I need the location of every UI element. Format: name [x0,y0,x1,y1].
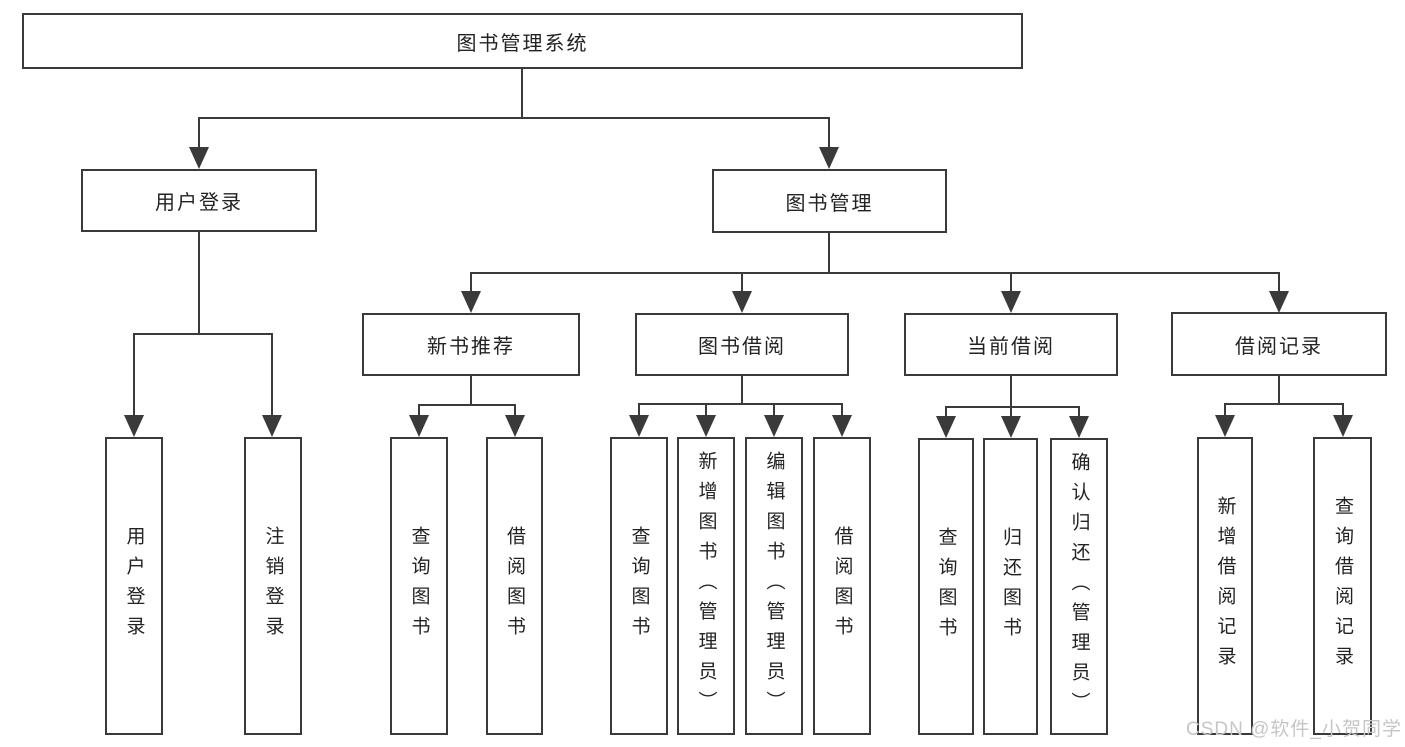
leaf-cb-confirm-return-admin: 确认归还（管理员） [1050,438,1108,735]
leaf-br-add-record: 新增借阅记录 [1197,437,1253,735]
connector-user-login-bar [133,333,273,335]
connector-drop-book-management [828,117,830,150]
node-new-book-recommend: 新书推荐 [362,313,580,376]
arrow-bb-edit [764,415,784,437]
leaf-cb-query-books: 查询图书 [918,438,974,735]
leaf-label: 借阅图书 [831,526,853,646]
connector-level3-bar [470,272,1280,274]
connector-drop-leaf-user-login [133,333,135,417]
connector-bb-stem [741,376,743,405]
arrow-bb-query [629,415,649,437]
arrow-bb-borrow [832,415,852,437]
node-borrow-records: 借阅记录 [1171,312,1387,376]
leaf-label: 归还图书 [1000,526,1021,647]
watermark-text: CSDN @软件_小贺同学 [1186,719,1402,740]
arrow-user-login [189,147,209,169]
connector-cb-bar [945,406,1080,408]
connector-nbr-bar [418,404,516,406]
leaf-user-login: 用户登录 [105,437,163,735]
leaf-label: 查询图书 [408,526,430,646]
connector-br-bar [1224,403,1344,405]
leaf-bb-add-books-admin: 新增图书（管理员） [677,437,735,735]
connector-drop-new-book [470,272,472,293]
arrow-new-book [461,291,481,313]
arrow-nbr-borrow [505,415,525,437]
connector-user-login-stem [198,232,200,335]
arrow-book-borrow [732,291,752,313]
connector-br-stem [1278,376,1280,405]
leaf-label: 查询图书 [935,526,957,647]
leaf-nbr-borrow-books: 借阅图书 [486,437,543,735]
connector-bb-bar [638,403,843,405]
leaf-nbr-query-books: 查询图书 [390,437,448,735]
connector-drop-bb-borrow [841,403,843,417]
arrow-cb-return [1001,416,1021,438]
leaf-label: 借阅图书 [504,526,525,646]
leaf-cb-return-books: 归还图书 [983,438,1038,735]
leaf-br-query-record: 查询借阅记录 [1313,437,1372,735]
arrow-book-management [819,147,839,169]
arrow-br-query [1333,415,1353,437]
connector-nbr-stem [470,376,472,406]
connector-drop-br-query [1342,403,1344,417]
leaf-label: 编辑图书（管理员） [763,451,785,721]
arrow-borrow-records [1269,291,1289,313]
leaf-label: 确认归还（管理员） [1068,451,1090,722]
arrow-nbr-query [409,415,429,437]
node-library-system: 图书管理系统 [22,13,1023,69]
leaf-label: 用户登录 [123,526,145,646]
connector-drop-borrow-records [1278,272,1280,293]
connector-drop-bb-add [705,403,707,417]
leaf-bb-edit-books-admin: 编辑图书（管理员） [745,437,803,735]
connector-drop-bb-edit [773,403,775,417]
arrow-cb-query [936,416,956,438]
connector-root-stem [521,69,523,119]
connector-drop-user-login [198,117,200,150]
arrow-br-add [1215,415,1235,437]
node-book-borrowing: 图书借阅 [635,313,849,376]
node-current-borrowing: 当前借阅 [904,313,1118,376]
connector-drop-nbr-borrow [514,404,516,417]
arrow-current-borrow [1001,291,1021,313]
connector-drop-current-borrow [1010,272,1012,293]
arrow-leaf-logout [262,415,282,437]
connector-drop-br-add [1224,403,1226,417]
connector-drop-leaf-logout [271,333,273,417]
connector-drop-cb-query [945,406,947,418]
leaf-label: 注销登录 [262,526,284,646]
leaf-label: 查询借阅记录 [1332,496,1353,676]
connector-drop-cb-confirm [1078,406,1080,418]
connector-drop-cb-return [1010,406,1012,418]
arrow-bb-add [696,415,716,437]
leaf-logout-login: 注销登录 [244,437,302,735]
connector-drop-bb-query [638,403,640,417]
connector-drop-nbr-query [418,404,420,417]
connector-drop-book-borrow [741,272,743,293]
node-user-login: 用户登录 [81,169,317,232]
node-book-management: 图书管理 [712,169,947,233]
connector-level2-bar [198,117,830,119]
connector-book-management-stem [828,233,830,274]
leaf-bb-borrow-books: 借阅图书 [813,437,871,735]
leaf-bb-query-books: 查询图书 [610,437,668,735]
arrow-leaf-user-login [124,415,144,437]
leaf-label: 新增图书（管理员） [695,451,717,721]
connector-cb-stem [1010,376,1012,408]
leaf-label: 查询图书 [628,526,650,646]
leaf-label: 新增借阅记录 [1214,496,1236,676]
arrow-cb-confirm [1069,416,1089,438]
